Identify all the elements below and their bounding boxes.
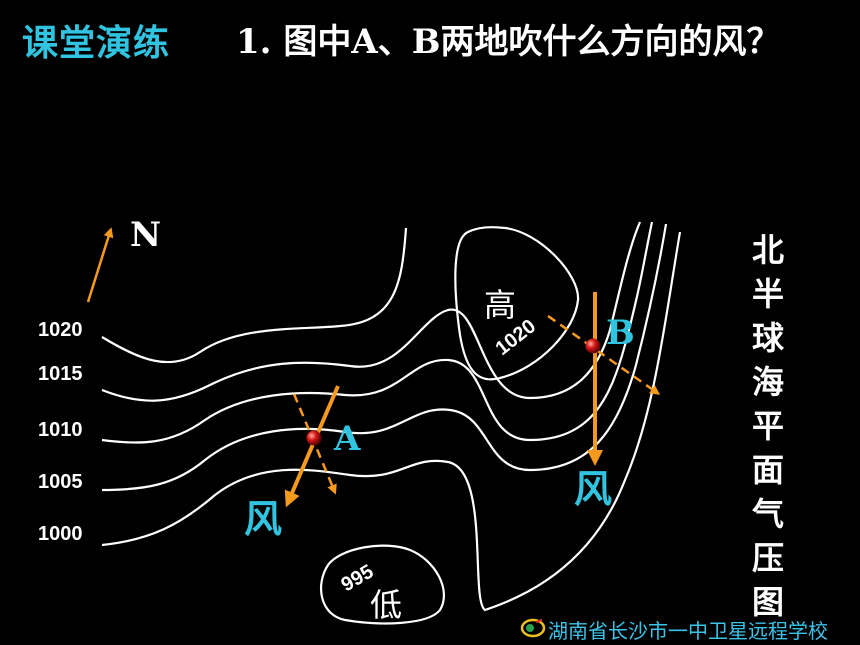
wind-label-b: 风 bbox=[574, 467, 612, 511]
point-b-marker bbox=[585, 338, 601, 354]
point-a-label: A bbox=[333, 419, 361, 459]
north-arrow-icon bbox=[86, 227, 114, 303]
isobar-label-1000: 1000 bbox=[38, 523, 83, 545]
isobar-1010 bbox=[101, 221, 654, 444]
isobar-label-1010: 1010 bbox=[38, 419, 83, 441]
point-a-marker bbox=[306, 430, 322, 446]
point-b-label: B bbox=[606, 313, 635, 353]
isobar-1000 bbox=[101, 231, 682, 612]
question-text: 1. 图中A、B两地吹什么方向的风？ bbox=[236, 22, 781, 62]
isobar-label-1015: 1015 bbox=[38, 363, 83, 385]
isobar-1005 bbox=[101, 223, 668, 492]
wind-label-a: 风 bbox=[244, 497, 282, 541]
isobar-1020 bbox=[101, 227, 408, 364]
school-logo-icon bbox=[520, 618, 546, 638]
isobar-1015 bbox=[101, 221, 642, 402]
north-label: N bbox=[130, 215, 161, 255]
high-center-isobar bbox=[454, 226, 580, 381]
side-title: 北半球海平面气压图 bbox=[751, 231, 784, 621]
high-label: 高 bbox=[484, 286, 516, 324]
low-center-isobar bbox=[319, 544, 445, 625]
isobar-label-1005: 1005 bbox=[38, 471, 83, 493]
isobar-label-1020: 1020 bbox=[38, 319, 83, 341]
low-label: 低 bbox=[370, 586, 402, 624]
footer-school-name: 湖南省长沙市一中卫星远程学校 bbox=[548, 619, 828, 643]
gradient-force-arrow-b bbox=[547, 314, 661, 395]
section-tag: 课堂演练 bbox=[22, 23, 171, 64]
